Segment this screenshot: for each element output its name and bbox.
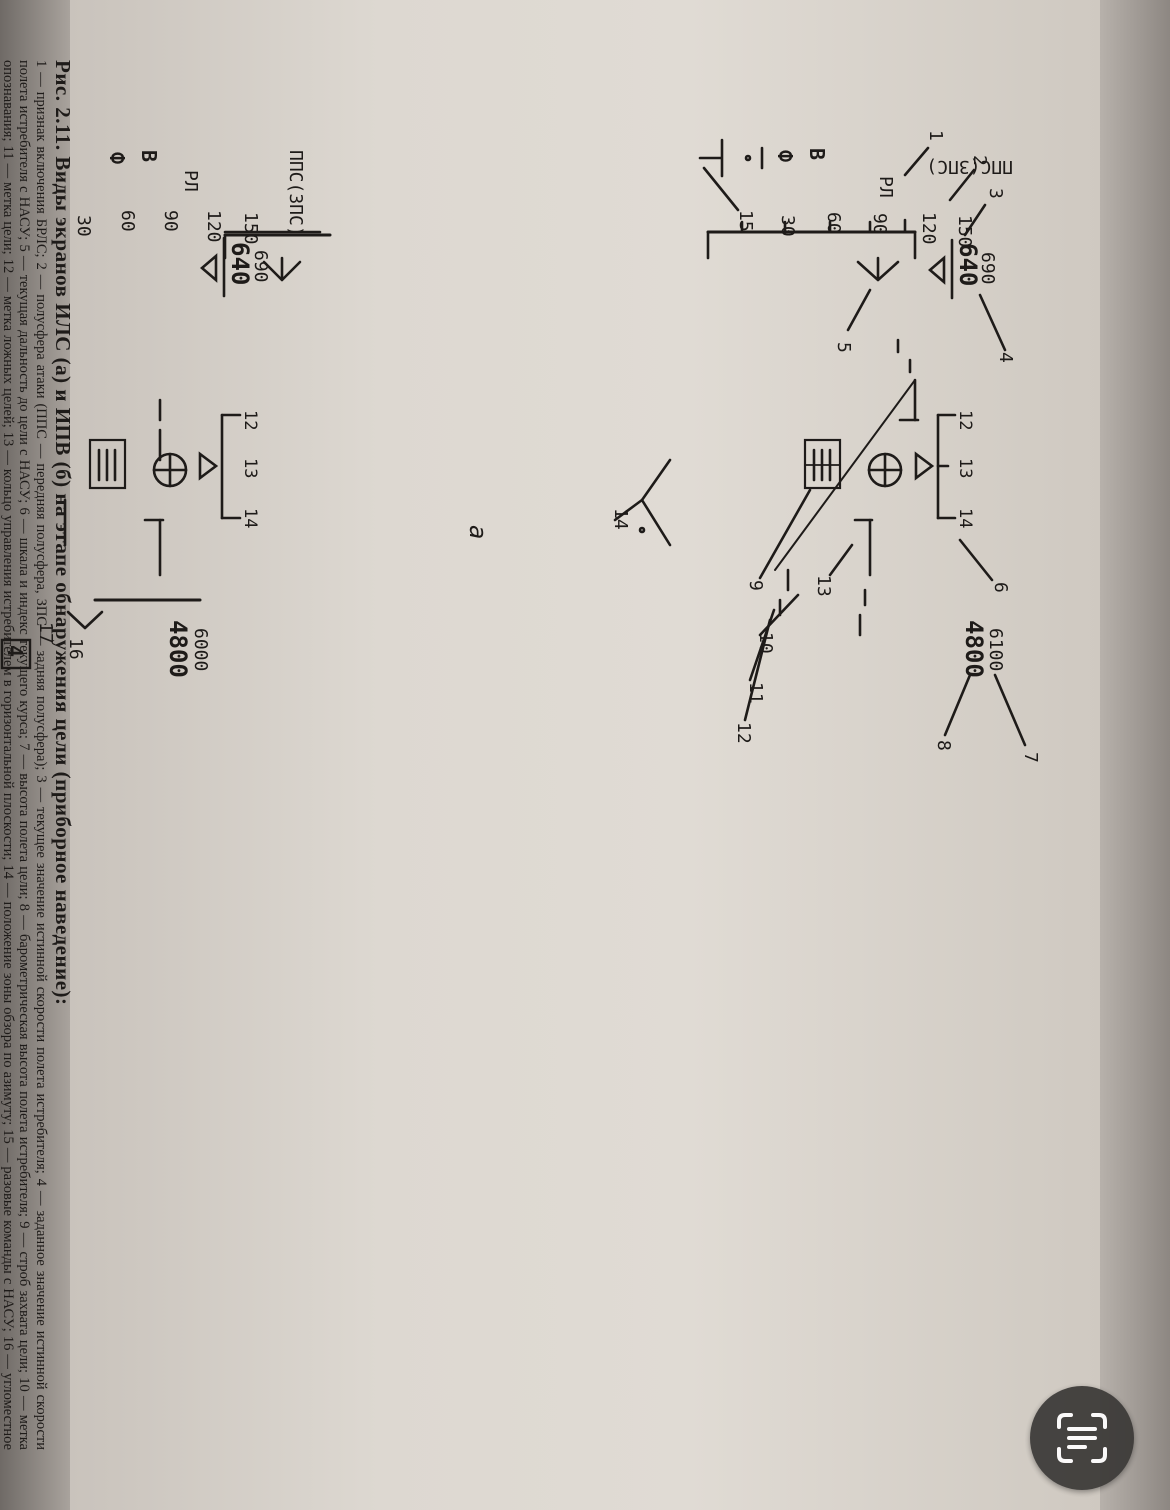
a-capture-strobe — [803, 438, 842, 490]
a-callout-14: 14 — [610, 508, 631, 530]
a-command-t — [698, 138, 724, 178]
a-h-top: 6100 — [985, 628, 1006, 671]
live-text-scan-button[interactable] — [1030, 1386, 1134, 1490]
page-shadow-left — [0, 0, 70, 1510]
a-leader-7 — [993, 673, 1027, 747]
a-v-top: 690 — [977, 252, 998, 285]
a-panel-letter: а — [464, 525, 492, 539]
b-mode-v: В — [137, 150, 161, 162]
b-h-top: 6000 — [190, 628, 211, 671]
b-rl-label: РЛ — [180, 170, 201, 192]
a-mode-v: В — [805, 148, 829, 160]
b-heading-14: 14 — [240, 508, 260, 528]
a-leader-9 — [758, 488, 812, 580]
b-heading-index — [198, 451, 219, 481]
b-capture-strobe — [88, 438, 127, 490]
a-leader-1 — [903, 146, 930, 177]
b-v-triangle — [200, 253, 218, 283]
a-horizon — [774, 379, 916, 571]
b-v-top: 690 — [250, 250, 271, 283]
page-shadow-right — [1100, 0, 1170, 1510]
b-v-bottom: 640 — [226, 242, 254, 285]
a-leader-15 — [702, 166, 740, 212]
a-tick-30: 30 — [777, 215, 798, 237]
a-callout-4: 4 — [995, 352, 1016, 363]
b-h-bottom: 4800 — [164, 620, 192, 678]
a-callout-11: 11 — [745, 682, 766, 704]
a-callout-2: 2 — [969, 155, 990, 166]
a-leader-3 — [963, 203, 987, 237]
b-callout-16: 16 — [65, 638, 86, 660]
a-azimuth-dot — [638, 526, 646, 534]
a-heading-12: 12 — [955, 410, 975, 430]
b-mode-f: Ф — [105, 152, 129, 164]
a-heading-13: 13 — [955, 458, 975, 478]
a-callout-15: 15 — [735, 210, 756, 232]
caption-title: Рис. 2.11. Виды экранов ИЛС (а) и ИПВ (б… — [51, 60, 75, 1006]
a-callout-6: 6 — [990, 582, 1011, 593]
a-tick-90: 90 — [869, 213, 890, 235]
a-speed-index — [856, 256, 900, 282]
a-leader-13 — [828, 543, 854, 577]
a-callout-13: 13 — [813, 575, 834, 597]
a-callout-5: 5 — [833, 342, 854, 353]
figure-caption: Рис. 2.11. Виды экранов ИЛС (а) и ИПВ (б… — [0, 60, 75, 1450]
a-pps-label: ППС(ЗПС) — [926, 156, 1013, 177]
b-row-number: 4 — [3, 645, 27, 657]
a-leader-4 — [978, 293, 1007, 352]
a-leader-2 — [948, 168, 976, 202]
a-leader-10 — [758, 593, 800, 637]
a-leader-12 — [743, 618, 772, 722]
b-row-number-box — [0, 638, 32, 670]
b-pps-label: ППС(ЗПС) — [285, 150, 306, 237]
a-tick-120: 120 — [918, 212, 939, 245]
b-tick-150: 150 — [240, 212, 261, 245]
b-elevation-index — [66, 610, 104, 630]
a-v-bottom: 640 — [954, 243, 982, 286]
a-azimuth-mark — [640, 458, 672, 547]
a-leader-8 — [943, 673, 972, 737]
text-scan-icon — [1057, 1413, 1107, 1463]
b-tick-90: 90 — [160, 210, 181, 232]
a-callout-9: 9 — [745, 580, 766, 591]
a-callout-8: 8 — [933, 740, 954, 751]
b-tick-30: 30 — [73, 215, 94, 237]
a-callout-1: 1 — [925, 130, 946, 141]
a-callout-12: 12 — [733, 722, 754, 744]
a-mode-dot — [744, 154, 752, 162]
b-callout-17: 17 — [35, 622, 56, 644]
b-tick-120: 120 — [203, 210, 224, 243]
a-leader-14 — [613, 498, 644, 522]
a-v-triangle — [928, 255, 946, 285]
panel-b: 690 640 150 120 90 60 30 ППС(ЗПС) РЛ В Ф — [0, 150, 332, 678]
a-tick-150: 150 — [954, 215, 975, 248]
a-leader-5 — [846, 288, 872, 332]
panel-a: 3 690 640 4 150 120 90 60 3 — [464, 130, 1041, 763]
book-page — [70, 0, 1100, 1510]
a-callout-3: 3 — [985, 188, 1006, 199]
b-heading-12: 12 — [240, 410, 260, 430]
a-heading-index — [914, 451, 935, 481]
caption-legend: 1 — признак включения БРЛС; 2 — полусфер… — [0, 60, 49, 1450]
b-tick-60: 60 — [117, 210, 138, 232]
a-tick-60: 60 — [823, 212, 844, 234]
a-h-bottom: 4800 — [960, 620, 988, 678]
a-leader-6 — [958, 538, 994, 582]
a-mode-f: Ф — [773, 150, 797, 162]
a-rl-label: РЛ — [875, 176, 896, 198]
a-heading-14: 14 — [955, 508, 975, 528]
b-heading-13: 13 — [240, 458, 260, 478]
b-speed-index — [262, 256, 302, 282]
a-callout-7: 7 — [1020, 752, 1041, 763]
